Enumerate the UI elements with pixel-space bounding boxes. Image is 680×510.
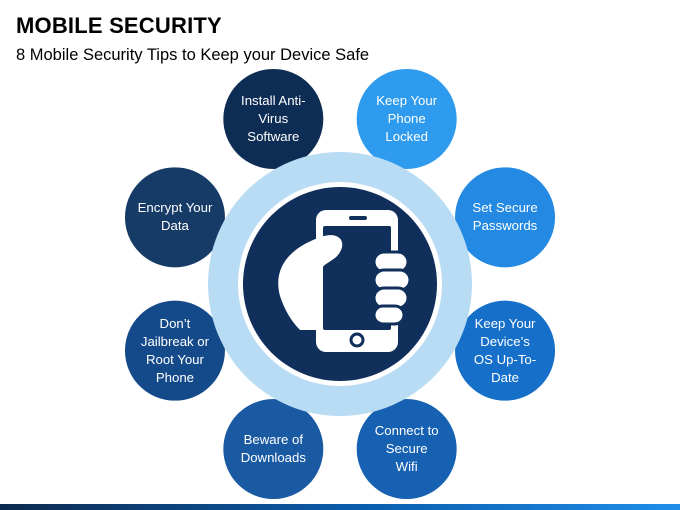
page-subtitle: 8 Mobile Security Tips to Keep your Devi… xyxy=(16,46,370,64)
bottom-accent-bar xyxy=(0,504,680,510)
tip-label-install-antivirus: Install Anti- Virus Software xyxy=(241,92,306,144)
hand-holding-phone-icon xyxy=(278,210,412,352)
tip-label-secure-wifi: Connect to Secure Wifi xyxy=(374,423,439,475)
tip-label-update-os: Keep Your Device’s OS Up-To- Date xyxy=(473,315,537,385)
tip-label-encrypt-data: Encrypt Your Data xyxy=(137,200,213,234)
tip-label-secure-passwords: Set Secure Passwords xyxy=(472,200,538,234)
tip-label-no-jailbreak: Don’t Jailbreak or Root Your Phone xyxy=(140,315,210,385)
page-title: MOBILE SECURITY xyxy=(16,13,222,38)
tip-label-beware-downloads: Beware of Downloads xyxy=(240,432,306,466)
tip-label-lock-phone: Keep Your Phone Locked xyxy=(376,92,438,144)
